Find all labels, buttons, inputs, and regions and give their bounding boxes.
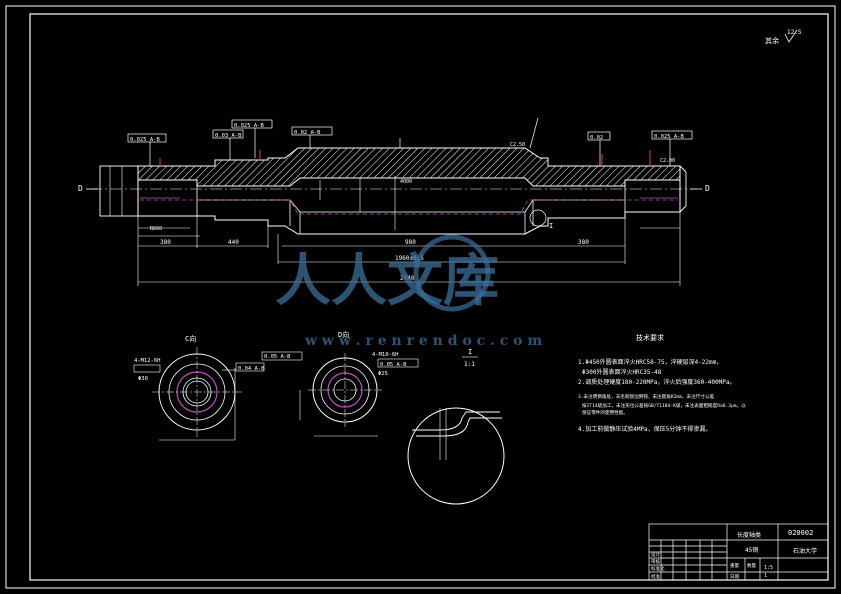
detail-marker-i: I	[549, 222, 553, 230]
title-checker: 审核	[651, 558, 660, 565]
tolerance-9: 0.05 A-B	[380, 362, 407, 368]
hole-depth-right: Φ25	[378, 371, 388, 377]
dim-380-left: 380	[160, 239, 171, 246]
view-c-label: C向	[185, 334, 196, 343]
tech-requirements-heading: 技术要求	[636, 333, 664, 342]
dim-c250: C2.50	[510, 142, 525, 148]
tolerance-7: 0.04 A-B	[238, 366, 265, 372]
title-standard: 标准化	[651, 565, 665, 572]
tech-requirement-item: 2.调质处理硬度180-220MPa，淬火后强度360-400MPa。	[578, 378, 735, 386]
tech-requirement-item: 4.加工前做静压试验4MPa，保压5分钟不得渗漏。	[578, 425, 711, 433]
shaft-main-view	[90, 147, 695, 235]
dim-380-right: 380	[578, 239, 589, 246]
dim-r660: R660	[150, 226, 162, 232]
tolerance-4: 0.02 A-B	[294, 130, 321, 136]
view-d: D向 0.05 A-B 0.05 A-B 4-M10-6H Φ25	[261, 330, 419, 437]
tolerance-2: 0.03 A-B	[215, 133, 242, 139]
shaft-left-end	[99, 165, 139, 217]
shaft-lower-outline	[137, 180, 681, 235]
roughness-value: 12.5	[787, 29, 802, 36]
watermark: 人人文库 w w w . r e n r e n d o c . c o m	[275, 234, 542, 349]
title-designer: 设计	[651, 551, 660, 558]
dim-440: 440	[228, 239, 239, 246]
detail-i-scale: 1:1	[464, 361, 475, 368]
title-company: 石油大学	[793, 547, 817, 555]
dim-1960: 1960±0.5	[395, 255, 424, 262]
dim-2740: 2740	[400, 275, 415, 282]
title-material: 45钢	[745, 546, 758, 554]
dim-c200: C2.00	[660, 158, 675, 164]
title-drawing-no: 020002	[788, 529, 813, 537]
dim-4000: 4000	[400, 179, 412, 185]
section-marker-right: D	[705, 184, 710, 193]
roughness-note: 其余	[765, 36, 779, 45]
outer-frame	[5, 5, 836, 589]
title-scale: 1:5	[764, 565, 773, 571]
tolerance-6: 0.025 A-B	[654, 134, 684, 140]
title-approve: 批准	[651, 573, 660, 580]
tech-requirement-item: 保证零件的使用性能。	[582, 409, 628, 416]
title-date: 日期	[730, 574, 739, 580]
roughness-symbol-icon	[784, 29, 798, 43]
inner-frame	[29, 13, 829, 581]
tech-requirements-list: 1.Φ450外圆表面淬火HRC58-75，淬硬层深4-22mm， Φ300外圆表面…	[578, 358, 746, 433]
tech-requirement-item: 3.未注明倒角处，去毛刺锐边倒钝，未注圆角R2mm，未注尺寸公差	[578, 393, 714, 400]
watermark-url: w w w . r e n r e n d o c . c o m	[304, 333, 542, 349]
hidden-line-left	[140, 199, 678, 215]
dim-980: 980	[405, 239, 416, 246]
section-marker-left: D	[78, 184, 83, 193]
dimension-lines	[137, 176, 681, 286]
detail-i: I 1:1	[407, 348, 505, 505]
hole-label-right: 4-M10-6H	[372, 352, 399, 358]
detail-i-label: I	[468, 348, 472, 356]
tolerance-5: 0.02	[590, 135, 603, 141]
hole-label-left: 4-M12-6H	[134, 358, 161, 364]
tech-requirement-item: Φ300外圆表面淬火HRC35-48	[582, 368, 662, 376]
tech-requirement-item: 按IT14级加工，未注形位公差按GB/T1184-K级，未注表面粗糙度Ra6.3…	[582, 402, 746, 409]
title-weight: 重量	[730, 562, 739, 569]
tech-requirement-item: 1.Φ450外圆表面淬火HRC58-75，淬硬层深4-22mm，	[578, 358, 722, 366]
hole-depth-left: Φ30	[138, 376, 148, 382]
tolerance-frames	[127, 117, 693, 166]
title-sheet: 1	[764, 573, 767, 579]
title-block	[648, 523, 829, 581]
tolerance-3: 0.025 A-B	[234, 123, 264, 129]
view-c: C向 0.04 A-B 4-M12-6H Φ30	[133, 334, 265, 441]
title-part-name: 长度轴类	[737, 531, 761, 539]
view-d-label: D向	[338, 330, 349, 339]
title-qty: 数量	[747, 562, 756, 569]
tolerance-1: 0.025 A-B	[130, 137, 160, 143]
tolerance-8: 0.05 A-B	[264, 354, 291, 360]
watermark-logo: 人人文库	[275, 248, 499, 314]
